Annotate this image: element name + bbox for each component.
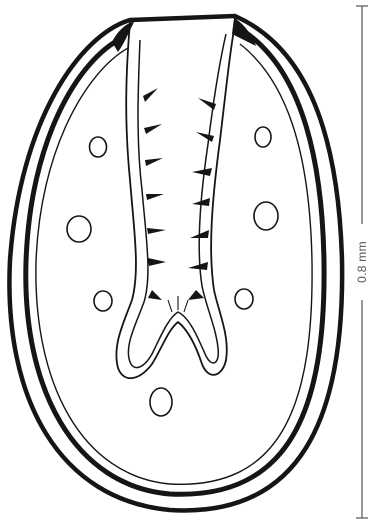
scale-bar-label: 0.8 mm bbox=[355, 241, 369, 283]
pore-mid-left bbox=[67, 216, 91, 242]
outer-wall-inner-band bbox=[26, 32, 324, 494]
left-spines bbox=[143, 88, 166, 300]
pore-lower-right bbox=[235, 289, 253, 309]
outer-wall-inner-line bbox=[36, 44, 312, 484]
cleft-inner bbox=[128, 34, 226, 368]
pore-upper-right bbox=[255, 127, 271, 147]
pores bbox=[67, 127, 278, 416]
pore-lower-left bbox=[94, 291, 112, 311]
pore-upper-left bbox=[90, 137, 107, 157]
pore-bottom bbox=[150, 388, 172, 416]
gap-hatching bbox=[168, 296, 188, 312]
pore-mid-right bbox=[254, 202, 278, 230]
